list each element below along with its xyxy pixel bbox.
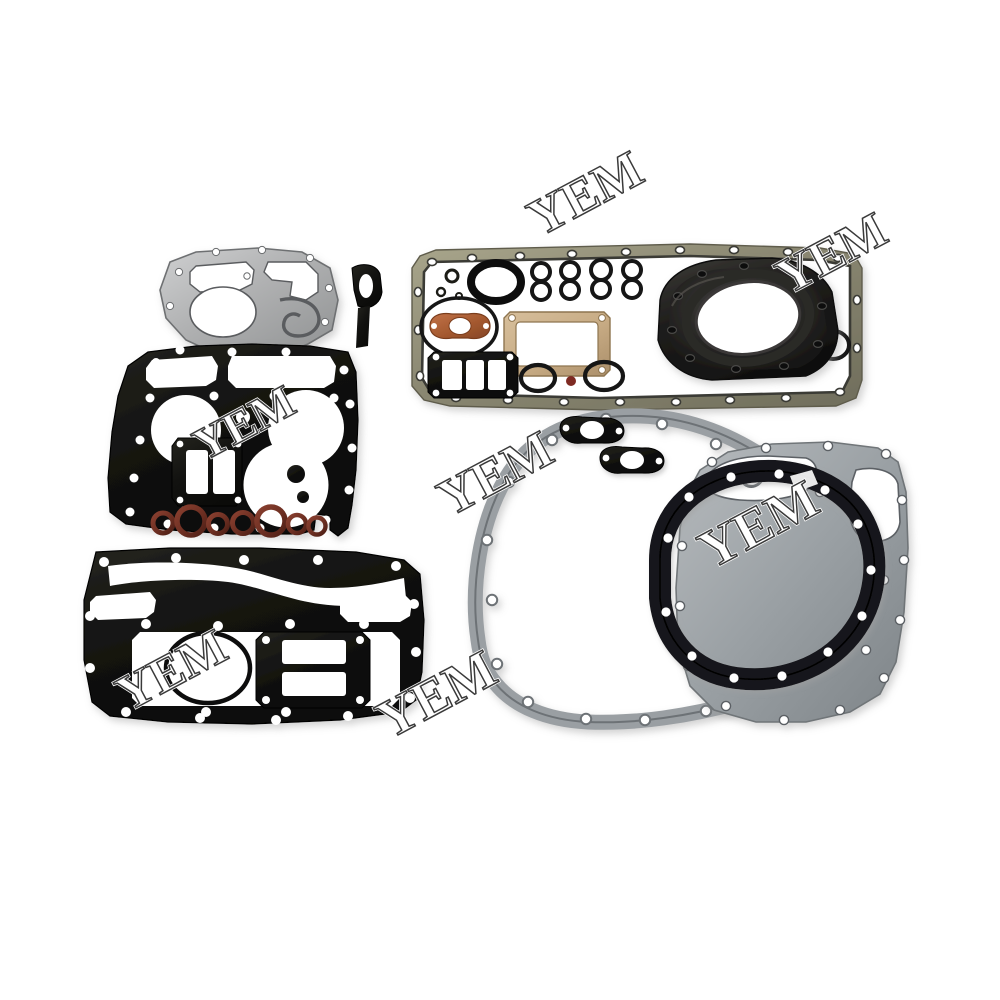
part-rear-main-seal-housing: [657, 257, 839, 381]
part-tan-flange-gasket: [503, 311, 611, 377]
part-side-rail-gasket: [351, 264, 383, 348]
part-port-flange-gasket: [171, 437, 243, 507]
part-pan-port-gasket: [427, 351, 519, 399]
part-turbo-oil-flange-gaskets: [559, 416, 665, 474]
part-rear-cover-gasket: [649, 460, 886, 691]
part-o-ring-set: [150, 504, 328, 538]
part-timing-cover-plate: [159, 245, 339, 357]
part-thermostat-gasket: [429, 312, 491, 340]
part-oil-cooler-gasket: [83, 547, 425, 725]
